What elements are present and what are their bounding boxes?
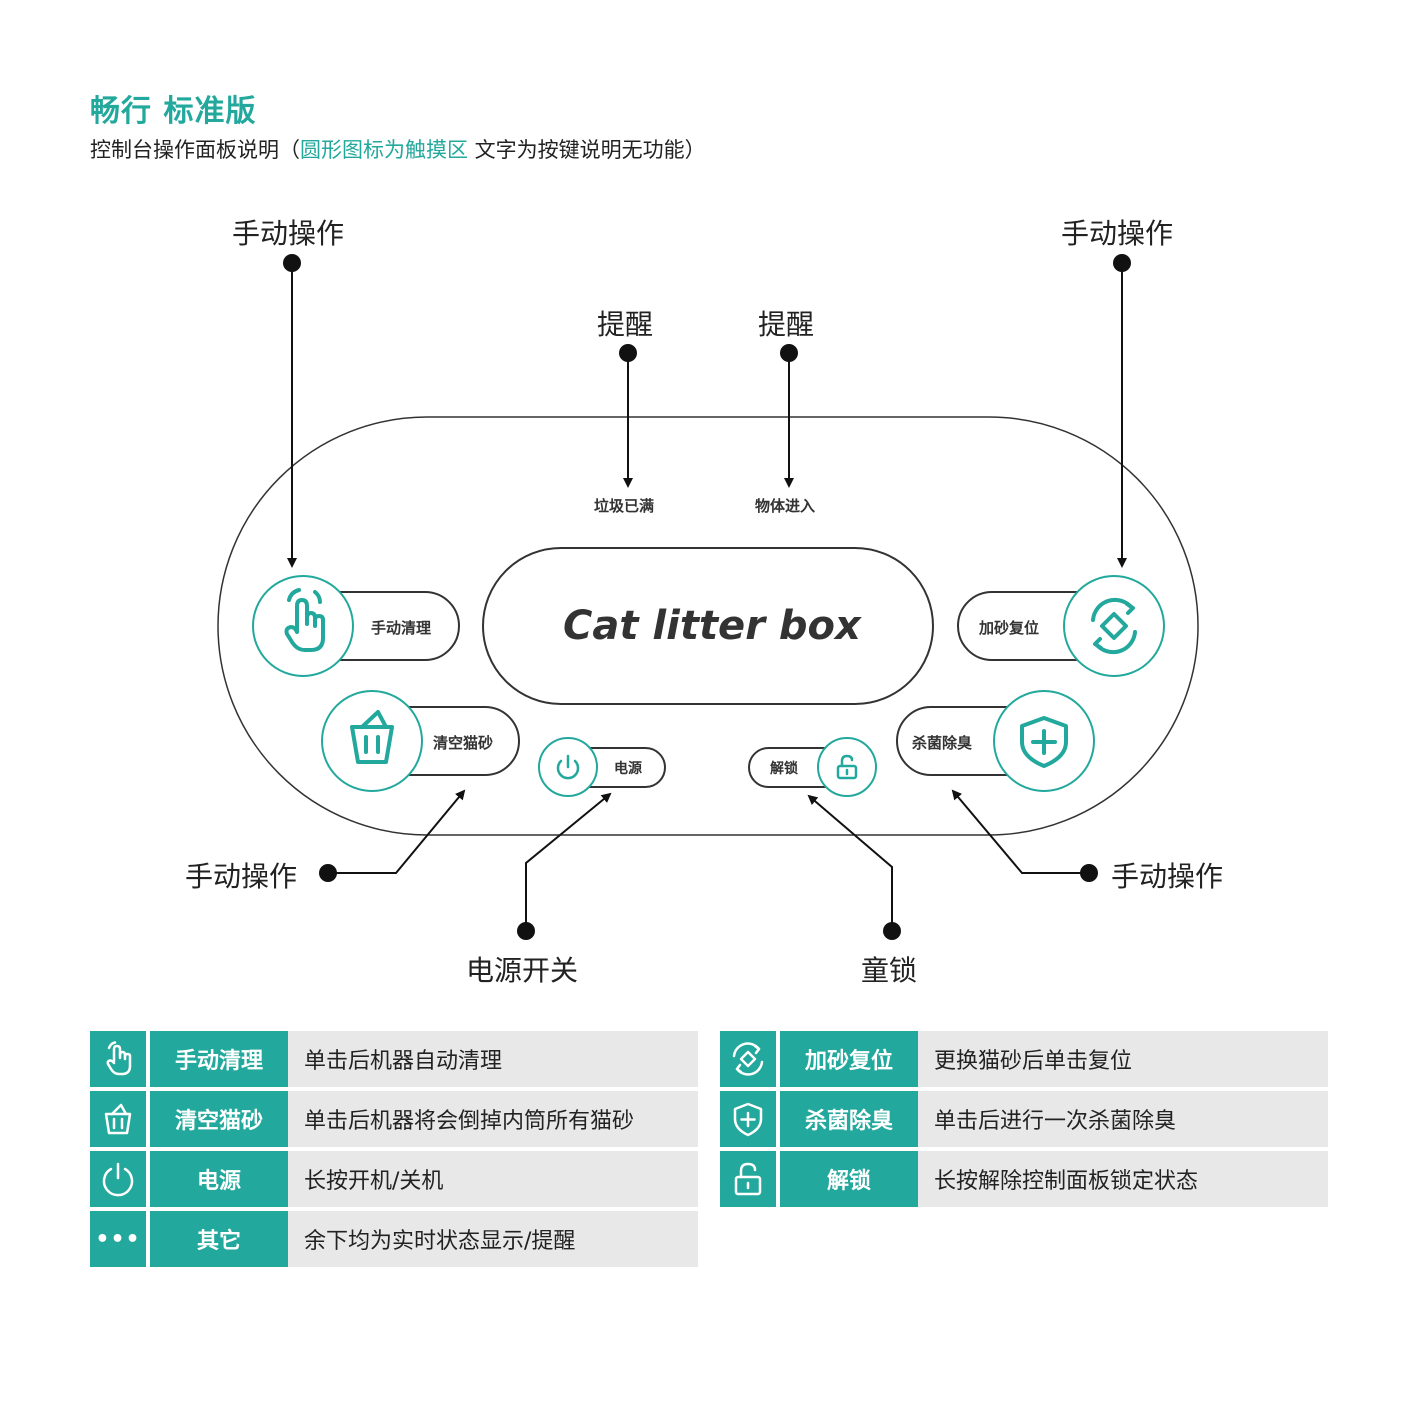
- subtitle-suffix: 文字为按键说明无功能）: [468, 138, 706, 162]
- legend-desc: 单击后机器将会倒掉内筒所有猫砂: [288, 1091, 698, 1147]
- legend-desc: 长按解除控制面板锁定状态: [918, 1151, 1328, 1207]
- legend-name: 清空猫砂: [150, 1091, 288, 1147]
- trash-basket-icon: [104, 1103, 132, 1135]
- page-subtitle: 控制台操作面板说明（圆形图标为触摸区 文字为按键说明无功能）: [90, 134, 706, 164]
- sterilize-label: 杀菌除臭: [912, 734, 973, 752]
- unlock-icon: [836, 754, 858, 780]
- legend-icon-cell: [720, 1151, 776, 1207]
- legend-row: 清空猫砂 单击后机器将会倒掉内筒所有猫砂: [90, 1091, 698, 1147]
- legend-row: 电源 长按开机/关机: [90, 1151, 698, 1207]
- empty-litter-label: 清空猫砂: [433, 734, 494, 752]
- legend-row: ••• 其它 余下均为实时状态显示/提醒: [90, 1211, 698, 1267]
- unlock-icon: [734, 1162, 762, 1196]
- power-icon: [556, 754, 580, 780]
- shield-plus-icon: [1020, 716, 1068, 768]
- legend-name: 其它: [150, 1211, 288, 1267]
- hand-pointer-icon: [284, 588, 325, 652]
- legend-name: 解锁: [780, 1151, 918, 1207]
- add-litter-reset-label: 加砂复位: [979, 619, 1040, 637]
- reset-cycle-icon: [732, 1042, 764, 1076]
- arrow-manual-bottom-right: [951, 789, 1089, 874]
- legend-name: 加砂复位: [780, 1031, 918, 1087]
- subtitle-highlight: 圆形图标为触摸区: [300, 138, 468, 162]
- manual-clean-label: 手动清理: [371, 619, 432, 637]
- legend-name: 杀菌除臭: [780, 1091, 918, 1147]
- subtitle-prefix: 控制台操作面板说明（: [90, 138, 300, 162]
- callout-manual-top-left: 手动操作: [232, 217, 345, 250]
- display-screen: [482, 547, 934, 705]
- arrow-child-lock: [807, 794, 893, 931]
- legend-icon-cell: •••: [90, 1211, 146, 1267]
- legend-name: 手动清理: [150, 1031, 288, 1087]
- empty-litter-button[interactable]: [321, 690, 423, 792]
- callout-alert-2: 提醒: [758, 308, 815, 341]
- trash-basket-icon: [350, 710, 394, 764]
- legend-icon-cell: [90, 1151, 146, 1207]
- indicator-object-enter: 物体进入: [755, 497, 816, 515]
- legend-row: 杀菌除臭 单击后进行一次杀菌除臭: [720, 1091, 1328, 1147]
- callout-manual-bottom-right: 手动操作: [1111, 860, 1224, 893]
- legend-row: 解锁 长按解除控制面板锁定状态: [720, 1151, 1328, 1207]
- legend-name: 电源: [150, 1151, 288, 1207]
- power-label: 电源: [614, 761, 642, 777]
- legend-icon-cell: [90, 1031, 146, 1087]
- unlock-label: 解锁: [770, 761, 798, 777]
- page-title: 畅行 标准版: [90, 94, 257, 129]
- legend-desc: 余下均为实时状态显示/提醒: [288, 1211, 698, 1267]
- callout-manual-top-right: 手动操作: [1061, 217, 1174, 250]
- reset-cycle-icon: [1091, 597, 1137, 655]
- hand-pointer-icon: [106, 1041, 132, 1076]
- legend-icon-cell: [90, 1091, 146, 1147]
- more-dots-icon: •••: [95, 1226, 141, 1252]
- legend-icon-cell: [720, 1091, 776, 1147]
- arrow-manual-bottom-left: [328, 789, 466, 874]
- legend-desc: 更换猫砂后单击复位: [918, 1031, 1328, 1087]
- callout-power-switch: 电源开关: [466, 954, 579, 987]
- add-litter-reset-button[interactable]: [1063, 575, 1165, 677]
- legend-icon-cell: [720, 1031, 776, 1087]
- manual-clean-button[interactable]: [252, 575, 354, 677]
- arrow-power-switch: [525, 792, 612, 931]
- legend-desc: 单击后机器自动清理: [288, 1031, 698, 1087]
- callout-alert-1: 提醒: [597, 308, 654, 341]
- callout-lines: [283, 254, 1131, 940]
- legend-row: 手动清理 单击后机器自动清理: [90, 1031, 698, 1087]
- legend-row: 加砂复位 更换猫砂后单击复位: [720, 1031, 1328, 1087]
- control-panel-diagram: [217, 254, 1199, 940]
- callout-manual-bottom-left: 手动操作: [185, 860, 298, 893]
- power-icon: [102, 1162, 134, 1197]
- legend-desc: 单击后进行一次杀菌除臭: [918, 1091, 1328, 1147]
- shield-plus-icon: [733, 1102, 763, 1137]
- display-text: Cat litter box: [563, 603, 861, 649]
- panel-outline: [217, 416, 1199, 836]
- callout-child-lock: 童锁: [861, 954, 918, 987]
- legend-desc: 长按开机/关机: [288, 1151, 698, 1207]
- indicator-trash-full: 垃圾已满: [594, 497, 655, 515]
